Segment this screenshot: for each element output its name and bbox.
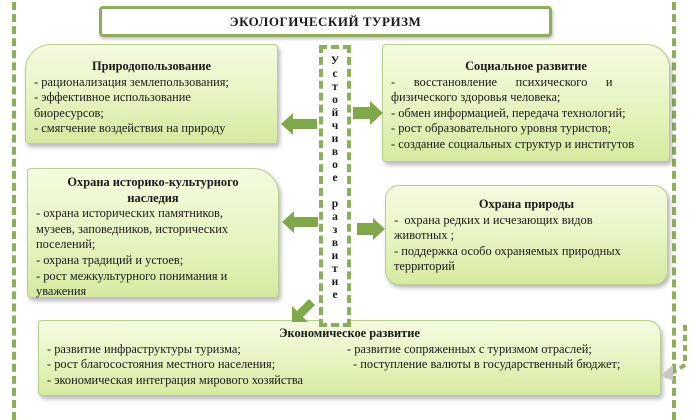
vertical-letter: й xyxy=(331,107,339,119)
list-item: - рационализация землепользования; xyxy=(34,74,229,89)
vertical-letter: У xyxy=(330,55,340,67)
vertical-letter: в xyxy=(331,237,339,249)
vertical-letter: а xyxy=(332,211,338,223)
vertical-letter: с xyxy=(332,68,338,80)
box-heritage-protection: Охрана историко-культурного наследия - о… xyxy=(27,168,279,298)
list-item: уважения xyxy=(36,284,87,299)
list-item: - развитие инфраструктуры туризма; xyxy=(47,341,241,356)
list-item: - рост благосостояния местного населения… xyxy=(47,357,276,372)
diagram-title: ЭКОЛОГИЧЕСКИЙ ТУРИЗМ xyxy=(99,6,552,37)
list-item: физического здоровья человека; xyxy=(391,90,561,105)
list-item: - поступление валюты в государственный б… xyxy=(353,357,621,372)
list-item: биоресурсов; xyxy=(34,105,104,120)
vertical-letter: и xyxy=(331,276,339,288)
box-nature-protection-header: Охрана природы xyxy=(478,197,575,211)
box-economic-development: Экономическое развитие - развитие инфрас… xyxy=(38,320,661,396)
list-item: поселений; xyxy=(36,237,96,252)
vertical-letter: и xyxy=(331,133,339,145)
list-item: - смягчение воздействия на природу xyxy=(34,121,226,136)
list-item: - поддержка особо охраняемых природных xyxy=(394,243,621,258)
vertical-letter: и xyxy=(331,250,339,262)
arrow-left-icon xyxy=(282,211,318,233)
outer-dashed-frame xyxy=(12,0,676,420)
arrow-right-icon xyxy=(353,101,383,125)
vertical-letter: о xyxy=(332,159,338,171)
list-item: музеев, заповедников, исторических xyxy=(36,221,229,236)
box-social-header: Социальное развитие xyxy=(465,59,587,73)
box-economic-header: Экономическое развитие xyxy=(279,326,420,340)
vertical-letter: т xyxy=(332,263,338,275)
vertical-letter: в xyxy=(331,146,339,158)
list-item: - создание социальных структур и институ… xyxy=(391,136,635,151)
box-nature-protection: Охрана природы - охрана редких и исчезаю… xyxy=(385,185,668,285)
vertical-letter: з xyxy=(332,224,338,236)
vertical-letter: ч xyxy=(331,120,339,132)
vertical-letter: о xyxy=(332,94,338,106)
list-item: - восстановление психического и xyxy=(391,74,613,89)
box-social-development: Социальное развитие - восстановление пси… xyxy=(382,44,670,162)
list-item: - охрана редких и исчезающих видов xyxy=(394,212,593,227)
list-item: - обмен информацией, передача технологий… xyxy=(391,105,626,120)
list-item: животных ; xyxy=(394,228,455,243)
vertical-letter: т xyxy=(332,81,338,93)
sustainable-development-frame xyxy=(319,45,351,327)
list-item: - экономическая интеграция мирового хозя… xyxy=(47,372,304,387)
vertical-letter: р xyxy=(331,198,339,210)
list-item: - охрана исторических памятников, xyxy=(36,206,223,221)
list-item: - эффективное использование xyxy=(34,90,191,105)
dashed-connector-arrow-icon xyxy=(661,325,687,381)
vertical-letter xyxy=(327,185,343,198)
vertical-letter: е xyxy=(332,172,338,184)
arrow-down-left-icon xyxy=(292,299,315,322)
list-item: - развитие сопряженных с туризмом отрасл… xyxy=(347,341,592,356)
box-heritage-header-line2: наследия xyxy=(127,190,179,205)
arrow-right-icon xyxy=(357,218,385,240)
list-item: - рост образовательного уровня туристов; xyxy=(391,121,612,136)
list-item: - рост межкультурного понимания и xyxy=(36,268,228,283)
vertical-letter: е xyxy=(332,289,338,301)
box-nature-use: Природопользование - рационализация земл… xyxy=(25,44,278,144)
arrow-left-icon xyxy=(281,113,317,135)
box-heritage-header-line1: Охрана историко-культурного xyxy=(67,175,239,189)
box-nature-use-header: Природопользование xyxy=(92,59,211,73)
list-item: территорий xyxy=(394,259,455,274)
list-item: - охрана традиций и устоев; xyxy=(36,252,184,267)
